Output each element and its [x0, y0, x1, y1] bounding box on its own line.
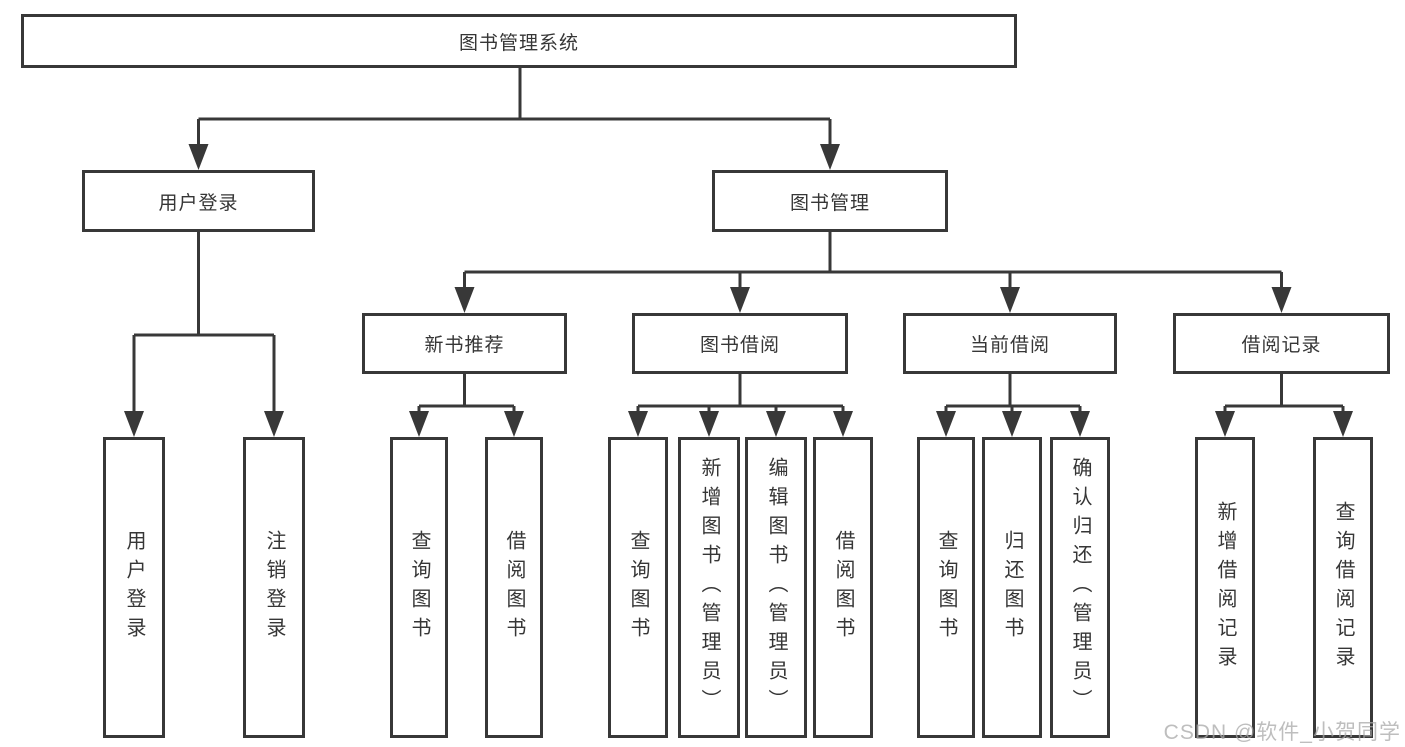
node-current-borrow: 当前借阅	[903, 313, 1117, 374]
node-leaf-query-borrow-record: 查询借阅记录	[1313, 437, 1373, 738]
arrowheads	[124, 144, 1353, 437]
node-leaf-query-books-recommend: 查询图书	[390, 437, 448, 738]
node-leaf-return-books: 归还图书	[982, 437, 1042, 738]
node-book-borrow: 图书借阅	[632, 313, 848, 374]
node-new-book-recommend: 新书推荐	[362, 313, 567, 374]
node-leaf-borrow-books: 借阅图书	[813, 437, 873, 738]
node-leaf-logout: 注销登录	[243, 437, 305, 738]
node-leaf-confirm-return-admin: 确认归还（管理员）	[1050, 437, 1110, 738]
node-leaf-query-books: 查询图书	[608, 437, 668, 738]
node-book-management: 图书管理	[712, 170, 948, 232]
node-leaf-add-borrow-record: 新增借阅记录	[1195, 437, 1255, 738]
csdn-watermark: CSDN @软件_小贺同学	[1163, 721, 1401, 744]
node-leaf-borrow-books-recommend: 借阅图书	[485, 437, 543, 738]
node-borrow-records: 借阅记录	[1173, 313, 1390, 374]
node-leaf-add-books-admin: 新增图书（管理员）	[678, 437, 740, 738]
node-user-login: 用户登录	[82, 170, 315, 232]
node-leaf-query-current: 查询图书	[917, 437, 975, 738]
node-leaf-edit-books-admin: 编辑图书（管理员）	[745, 437, 807, 738]
node-library-management-system: 图书管理系统	[21, 14, 1017, 68]
node-leaf-user-login: 用户登录	[103, 437, 165, 738]
